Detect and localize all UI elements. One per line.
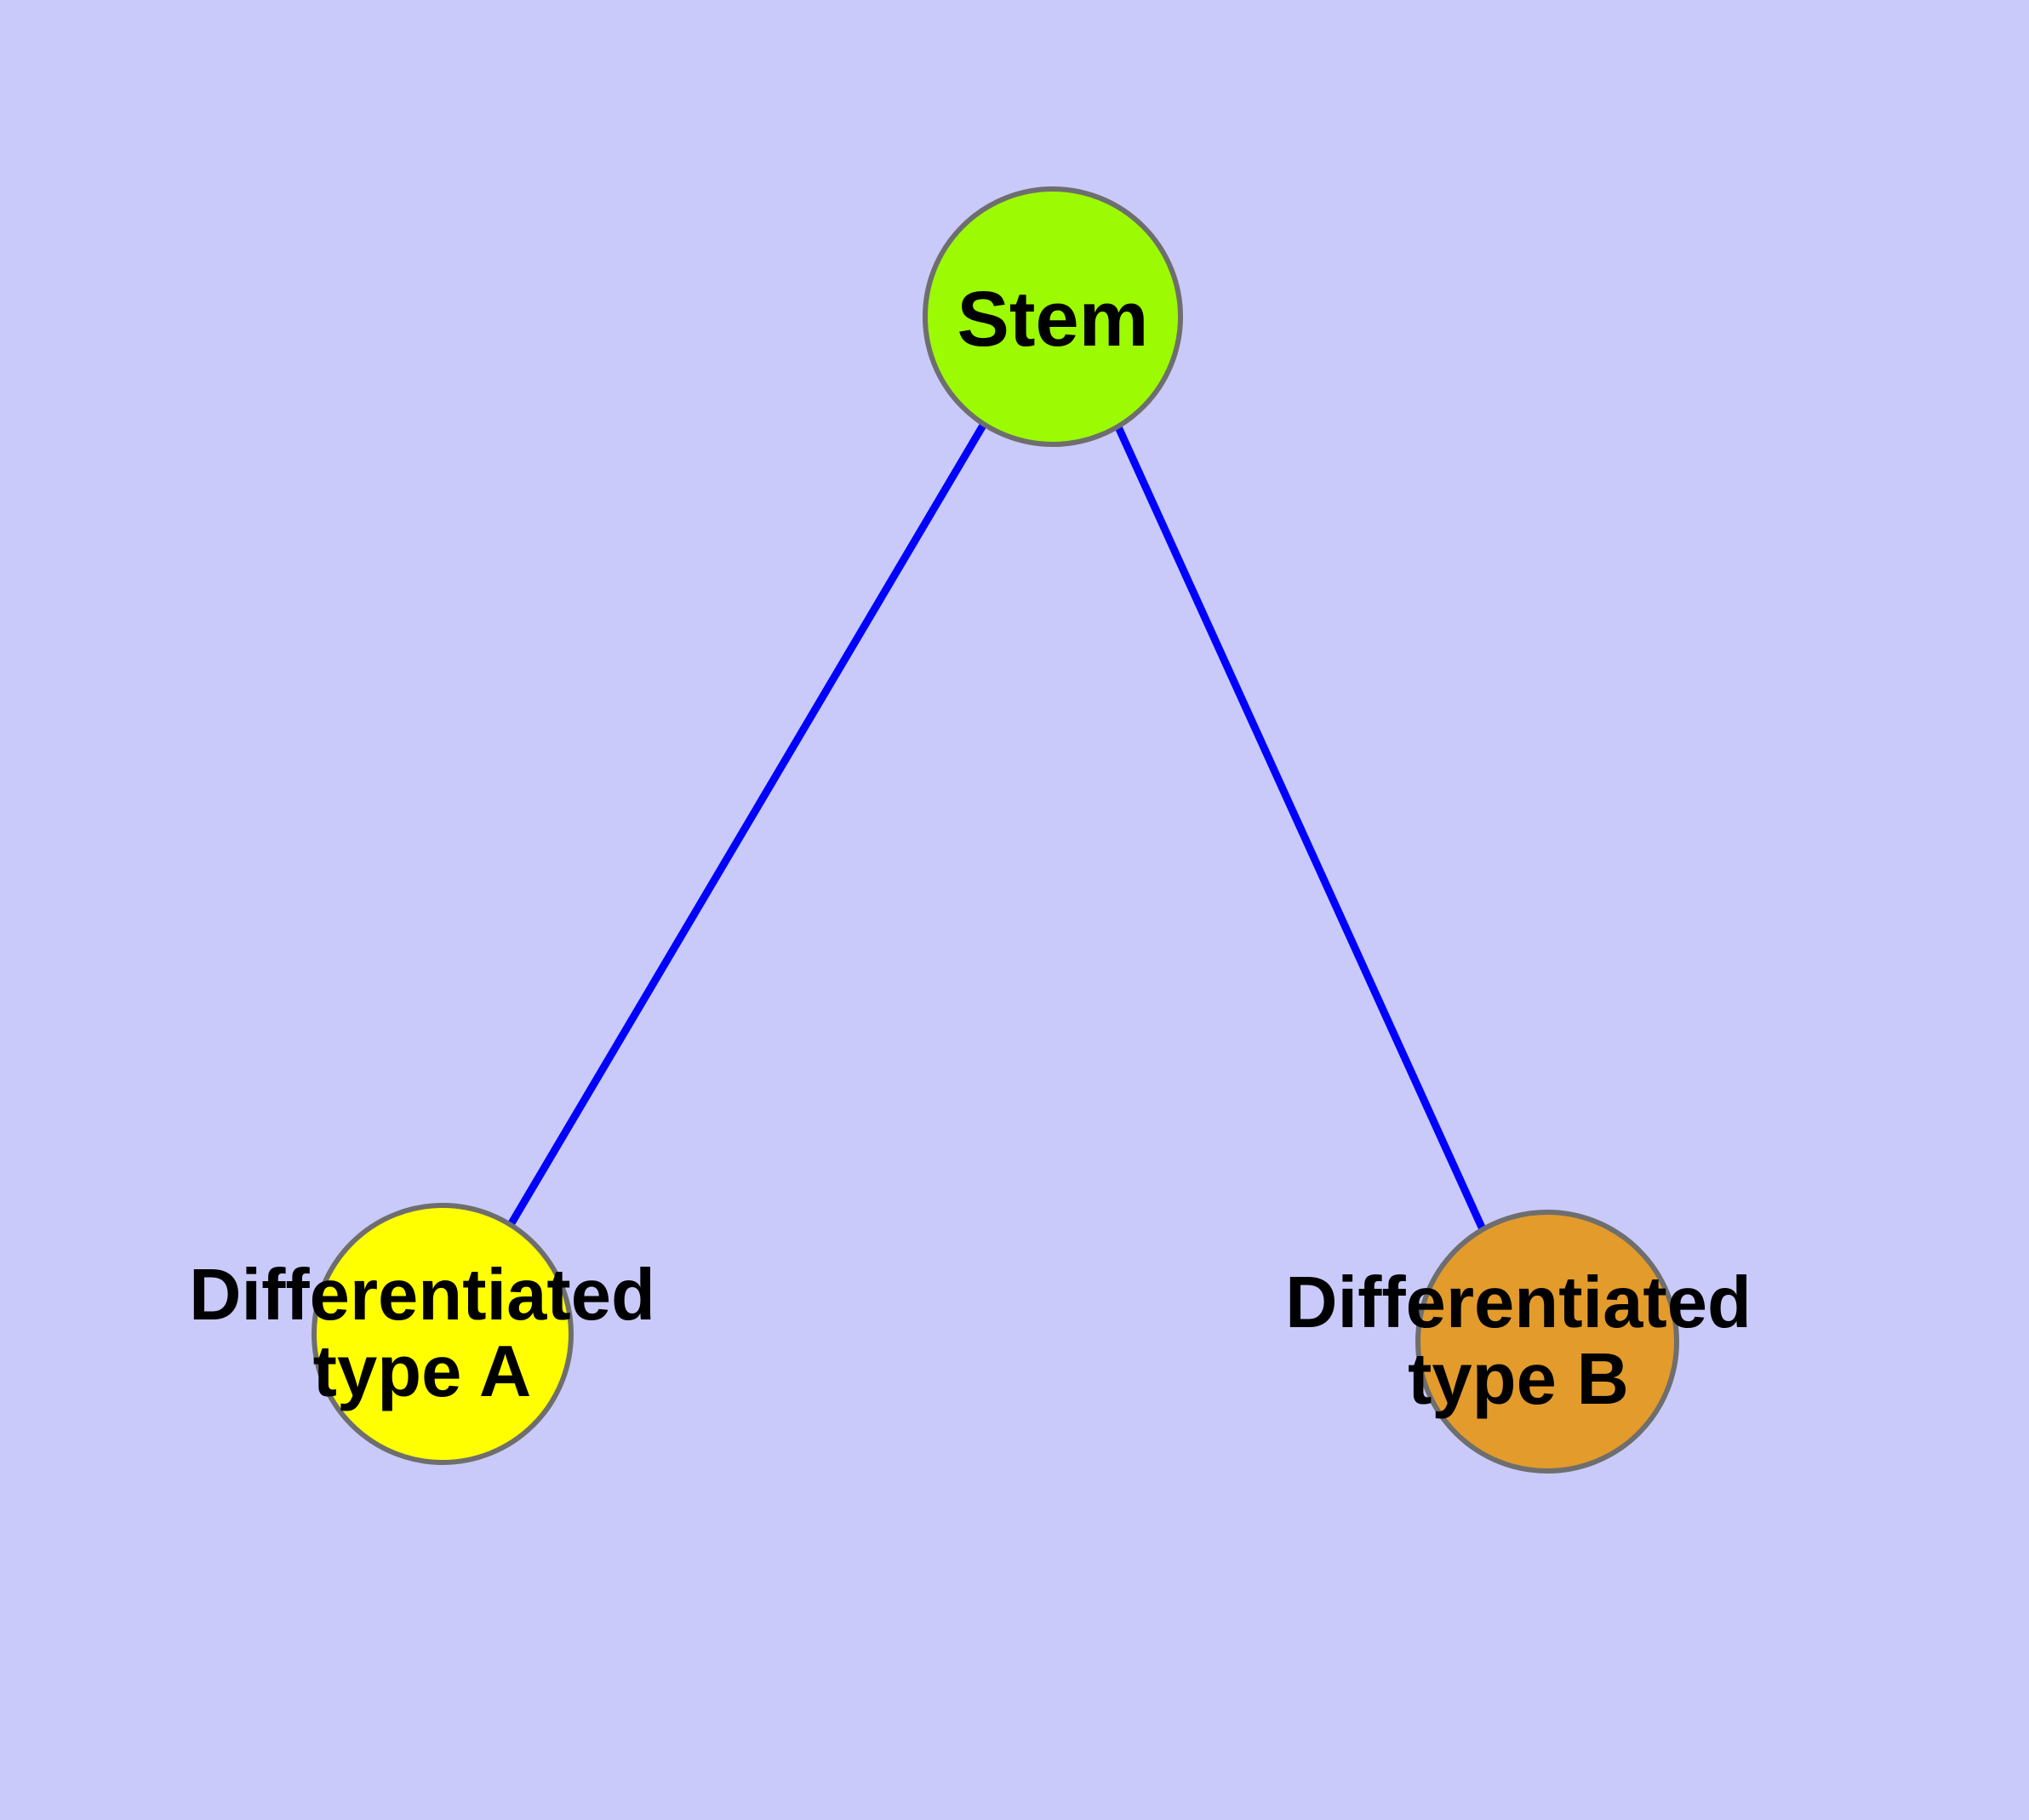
edge-stem-to-diff-a[interactable] [508,421,987,1226]
node-stem[interactable] [923,186,1183,447]
edge-stem-to-diff-b[interactable] [1112,420,1487,1231]
edge-layer [508,420,1487,1231]
node-diff-b[interactable] [1415,1210,1679,1474]
node-layer [311,186,1679,1474]
node-diff-a[interactable] [311,1203,574,1465]
